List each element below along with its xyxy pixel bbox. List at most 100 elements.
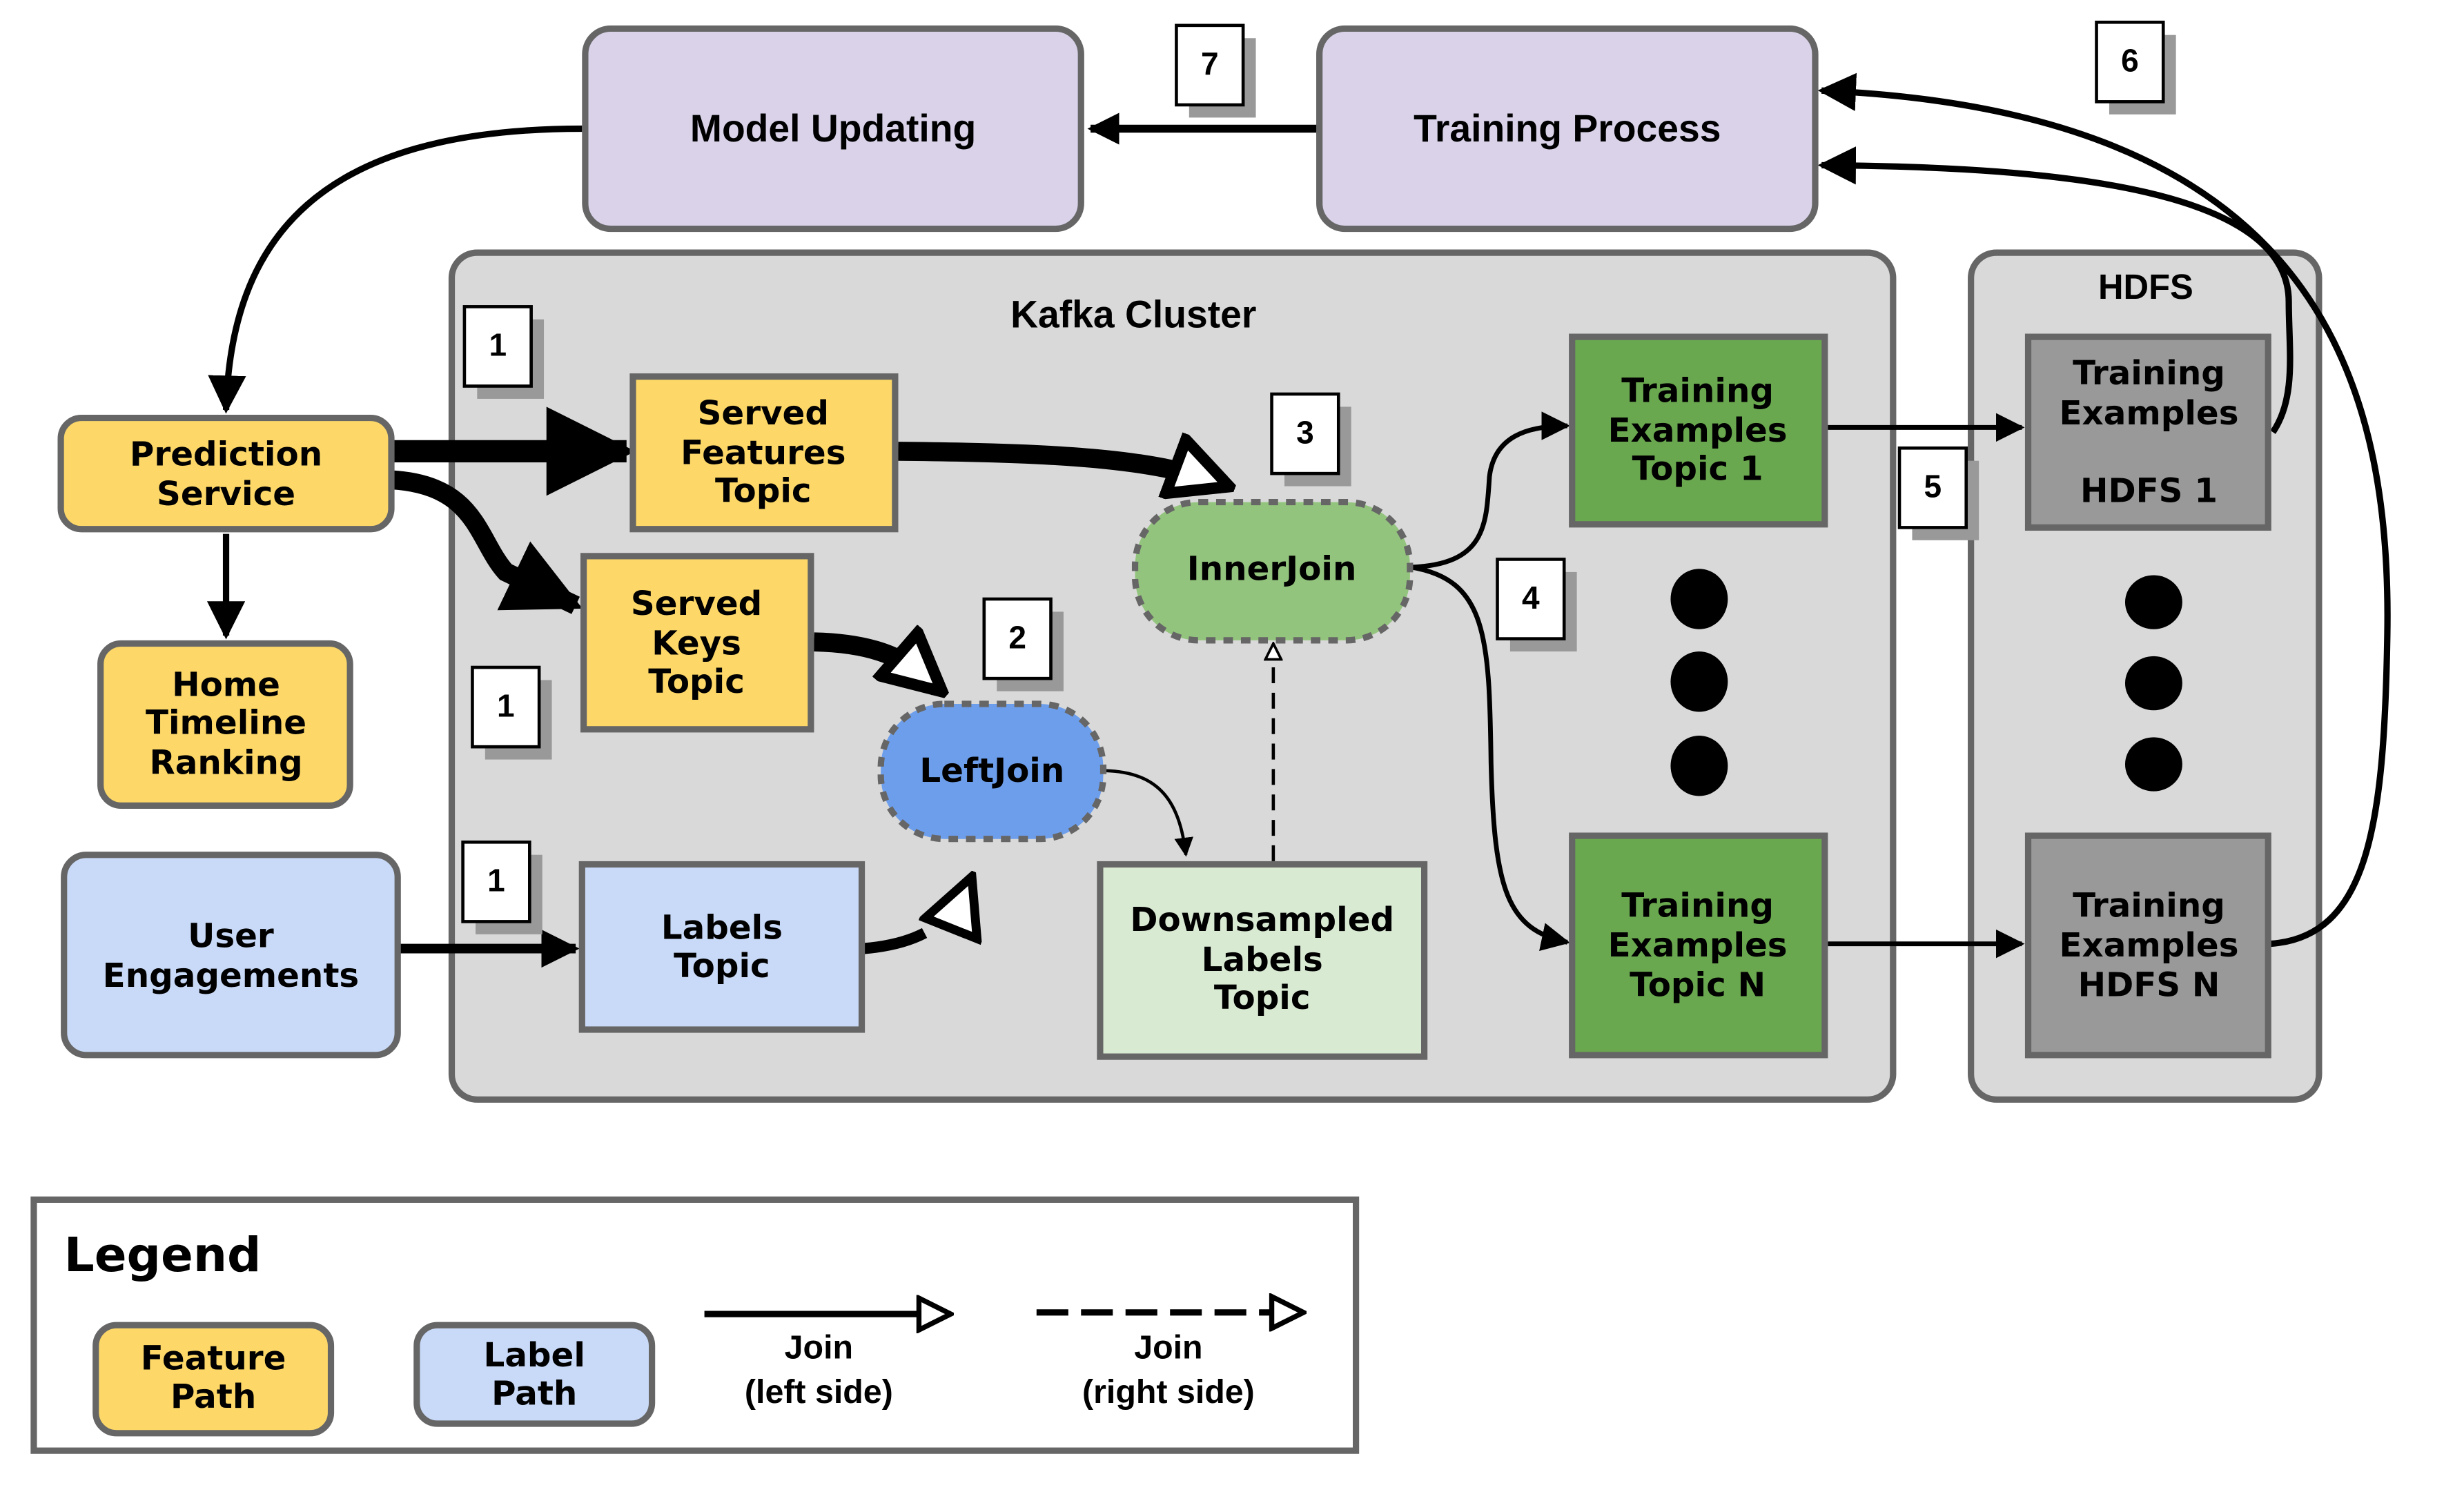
legend-join-right-label-1: Join	[1134, 1329, 1202, 1366]
ellipsis-dot	[1670, 736, 1728, 796]
user-engagements-label-2: Engagements	[103, 956, 360, 995]
step-badge: 1	[471, 665, 552, 760]
step-badge: 1	[462, 305, 545, 399]
arrow-innerjoin-to-topic1	[1411, 411, 1570, 570]
step-badge-label: 1	[489, 327, 507, 363]
arrow-leftjoin-to-downsampled	[1104, 769, 1193, 857]
legend-join-left: Join (left side)	[704, 1314, 948, 1411]
user-engagements-node[interactable]: User Engagements	[61, 852, 401, 1059]
step-badge-label: 1	[497, 687, 515, 723]
ellipsis-dot	[2124, 737, 2182, 792]
legend-feature-path: Feature Path	[92, 1322, 335, 1437]
hdfs-label: HDFS	[2098, 267, 2193, 306]
kafka-ellipsis	[1670, 569, 1728, 796]
downsampled-label-3: Topic	[1214, 979, 1311, 1017]
step-badge-label: 4	[1522, 580, 1540, 616]
served-keys-label-1: Served	[631, 585, 762, 623]
ellipsis-dot	[1670, 651, 1728, 712]
step-badge: 2	[982, 597, 1064, 691]
left-join-node[interactable]: LeftJoin	[877, 700, 1107, 843]
arrow-prediction-to-served-keys	[391, 470, 583, 614]
step-badge-label: 3	[1296, 414, 1314, 450]
served-features-topic-node[interactable]: Served Features Topic	[629, 373, 899, 533]
home-timeline-label-3: Ranking	[150, 743, 303, 782]
hdfs-ellipsis	[2124, 575, 2182, 792]
hdfs1-label-1: Training	[2073, 354, 2225, 393]
training-examples-topic-1-node[interactable]: Training Examples Topic 1	[1569, 333, 1828, 528]
step-badge-label: 2	[1008, 619, 1026, 655]
legend: Legend Feature Path Label Path Join (lef…	[30, 1196, 1360, 1454]
inner-join-node[interactable]: InnerJoin	[1131, 498, 1414, 644]
home-timeline-ranking-node[interactable]: Home Timeline Ranking	[97, 640, 353, 809]
arrow-keys-to-leftjoin	[814, 642, 938, 688]
home-timeline-label-1: Home	[172, 665, 280, 704]
arrow-hdfsn-to-training	[1817, 72, 2391, 948]
served-keys-label-2: Keys	[652, 625, 741, 663]
kafka-cluster-label: Kafka Cluster	[1010, 293, 1256, 335]
ellipsis-dot	[2124, 575, 2182, 629]
downsampled-labels-topic-node[interactable]: Downsampled Labels Topic	[1097, 861, 1428, 1060]
hdfs1-label-2: Examples	[2060, 394, 2239, 433]
served-keys-label-3: Topic	[648, 662, 745, 701]
labels-topic-label-2: Topic	[674, 947, 770, 985]
step-badge: 5	[1897, 446, 1979, 540]
topicn-label-2: Examples	[1608, 926, 1788, 965]
legend-label-path-label-2: Path	[491, 1374, 577, 1413]
arrow-model-to-prediction	[208, 125, 583, 414]
topicn-label-1: Training	[1621, 887, 1774, 925]
legend-join-left-label-2: (left side)	[745, 1373, 893, 1411]
prediction-service-node[interactable]: Prediction Service	[57, 414, 395, 533]
inner-join-label: InnerJoin	[1187, 549, 1357, 588]
legend-feature-path-label-1: Feature	[141, 1339, 286, 1378]
legend-title: Legend	[64, 1228, 262, 1283]
downsampled-label-1: Downsampled	[1130, 901, 1394, 939]
step-badge: 3	[1270, 392, 1351, 487]
labels-topic-label-1: Labels	[661, 909, 783, 948]
prediction-service-label-2: Service	[157, 475, 295, 513]
step-badge-label: 5	[1924, 469, 1942, 504]
connectors	[206, 72, 2391, 968]
training-examples-hdfs-n-node[interactable]: Training Examples HDFS N	[2024, 832, 2271, 1059]
arrow-features-to-innerjoin	[898, 451, 1224, 484]
served-keys-topic-node[interactable]: Served Keys Topic	[580, 553, 814, 733]
hdfs1-label-3: HDFS 1	[2080, 472, 2218, 511]
topic1-label-3: Topic 1	[1632, 449, 1763, 488]
legend-join-right-label-2: (right side)	[1082, 1373, 1255, 1411]
step-badge-label: 6	[2121, 43, 2139, 79]
ellipsis-dot	[2124, 656, 2182, 711]
served-features-label-1: Served	[698, 394, 829, 433]
training-process-label: Training Process	[1414, 107, 1721, 150]
served-features-label-2: Features	[681, 433, 845, 472]
step-badges: 1 1 1 2 3 4 5 6	[461, 20, 2176, 934]
arrow-labels-to-leftjoin	[863, 882, 970, 954]
legend-join-left-label-1: Join	[785, 1329, 853, 1366]
training-examples-hdfs-1-node[interactable]: Training Examples HDFS 1	[2024, 333, 2271, 531]
step-badge-label: 7	[1201, 46, 1219, 81]
topic1-label-2: Examples	[1608, 411, 1788, 450]
training-process-node[interactable]: Training Process	[1316, 25, 1819, 233]
hdfsn-label-2: Examples	[2060, 926, 2239, 965]
legend-join-right: Join (right side)	[1036, 1313, 1300, 1411]
training-examples-topic-n-node[interactable]: Training Examples Topic N	[1569, 832, 1828, 1059]
downsampled-label-2: Labels	[1202, 941, 1323, 979]
prediction-service-label-1: Prediction	[130, 435, 322, 474]
topicn-label-3: Topic N	[1630, 966, 1766, 1005]
served-features-label-3: Topic	[715, 472, 812, 511]
arrow-innerjoin-to-topicn	[1411, 565, 1570, 951]
model-updating-node[interactable]: Model Updating	[582, 25, 1084, 233]
home-timeline-label-2: Timeline	[146, 704, 306, 743]
legend-feature-path-label-2: Path	[170, 1377, 256, 1416]
hdfsn-label-1: Training	[2073, 887, 2225, 925]
step-badge: 7	[1175, 23, 1256, 118]
step-badge-label: 1	[487, 863, 505, 899]
user-engagements-label-1: User	[188, 916, 274, 955]
step-badge: 6	[2095, 20, 2176, 115]
left-join-label: LeftJoin	[919, 752, 1064, 790]
hdfsn-label-3: HDFS N	[2078, 966, 2220, 1005]
labels-topic-node[interactable]: Labels Topic	[578, 861, 866, 1033]
step-badge: 1	[461, 840, 542, 934]
topic1-label-1: Training	[1621, 372, 1774, 411]
legend-label-path-label-1: Label	[484, 1336, 585, 1375]
ellipsis-dot	[1670, 569, 1728, 629]
